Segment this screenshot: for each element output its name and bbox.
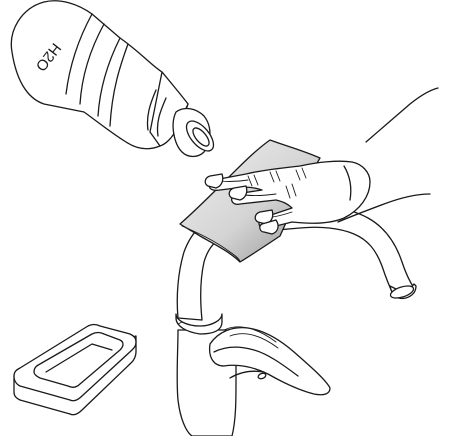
water-bottle-icon: H2O (11, 1, 218, 157)
soap-icon (14, 325, 136, 415)
